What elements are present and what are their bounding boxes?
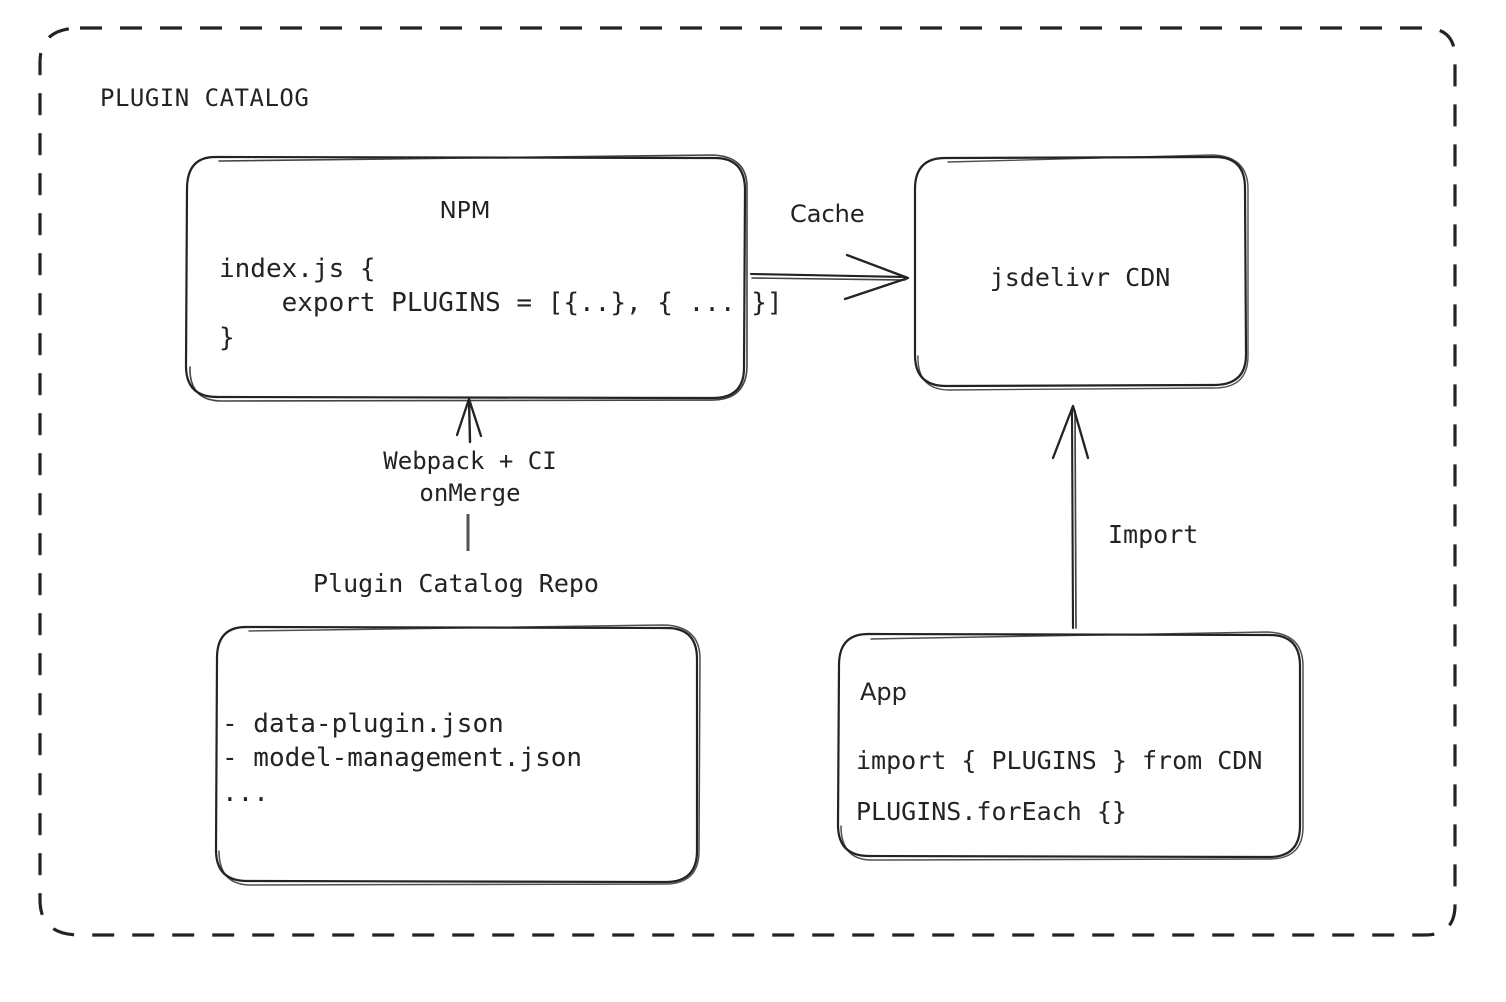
npm-node-title: NPM xyxy=(439,198,491,224)
import-edge-arrow xyxy=(1051,404,1090,630)
repo-node-file-list: - data-plugin.json - model-management.jso… xyxy=(222,707,582,810)
app-code-line: PLUGINS.forEach {} xyxy=(856,797,1127,827)
repo-node-shape xyxy=(214,624,701,886)
app-node-title: App xyxy=(860,678,907,706)
repo-node-heading: Plugin Catalog Repo xyxy=(313,569,599,598)
repo-file-item: ... xyxy=(222,777,269,808)
cdn-node-title: jsdelivr CDN xyxy=(989,263,1171,292)
npm-code-line: index.js { xyxy=(219,254,376,284)
build-edge-label: Webpack + CI onMerge xyxy=(383,447,557,507)
app-code-line: import { PLUGINS } from CDN xyxy=(856,746,1263,775)
npm-node-shape xyxy=(184,154,748,402)
cache-edge-label: Cache xyxy=(790,200,865,228)
cdn-node-shape xyxy=(913,154,1249,391)
build-edge-arrow xyxy=(455,397,483,551)
repo-file-item: - data-plugin.json xyxy=(222,709,504,739)
plugin-catalog-container-border xyxy=(38,26,1457,937)
app-node-shape xyxy=(836,631,1304,861)
cache-edge-arrow xyxy=(749,253,910,301)
npm-node-code: index.js { export PLUGINS = [{..}, { ...… xyxy=(219,252,783,355)
import-edge-label: Import xyxy=(1108,520,1199,549)
npm-code-line: export PLUGINS = [{..}, { ... }] xyxy=(219,288,783,319)
container-title: PLUGIN CATALOG xyxy=(100,84,310,112)
repo-file-item: - model-management.json xyxy=(222,743,583,774)
app-node-code: import { PLUGINS } from CDN PLUGINS.forEa… xyxy=(856,735,1262,838)
npm-code-line: } xyxy=(219,322,235,353)
